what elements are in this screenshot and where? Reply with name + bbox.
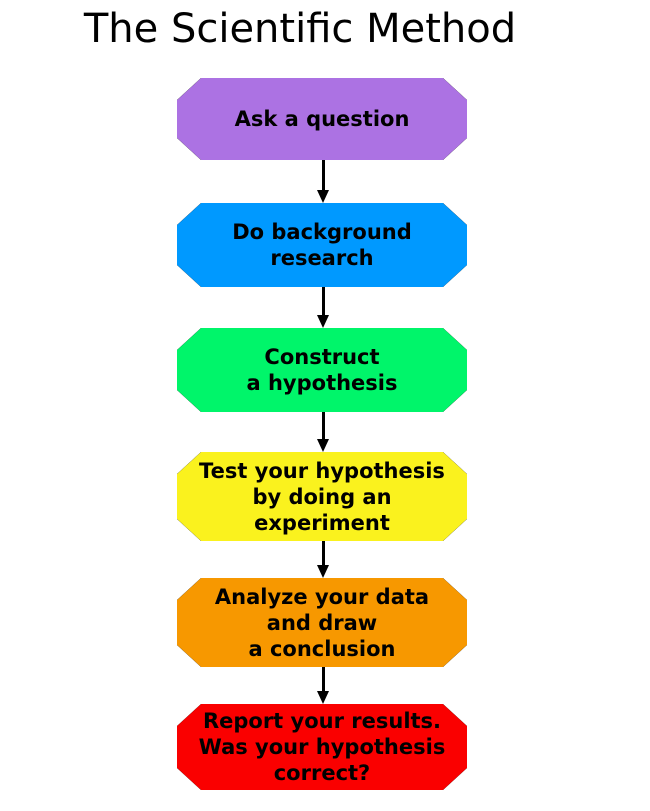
arrow-head (317, 439, 329, 452)
flowchart-step-construct-a-hypothesis[interactable]: Construct a hypothesis (177, 328, 467, 412)
flowchart-step-report-your-results[interactable]: Report your results. Was your hypothesis… (177, 704, 467, 790)
step-shape-octagon: Analyze your data and draw a conclusion (177, 578, 467, 667)
step-shape-octagon: Report your results. Was your hypothesis… (177, 704, 467, 790)
step-label: Construct a hypothesis (246, 345, 398, 395)
step-fill: Construct a hypothesis (177, 328, 467, 412)
page-title: The Scientific Method (83, 6, 517, 52)
arrow-down-icon (317, 160, 329, 203)
arrow-shaft (322, 412, 325, 439)
step-fill: Test your hypothesis by doing an experim… (177, 452, 467, 541)
arrow-down-icon (317, 667, 329, 704)
arrow-head (317, 315, 329, 328)
arrow-head (317, 691, 329, 704)
arrow-down-icon (317, 287, 329, 328)
step-label: Analyze your data and draw a conclusion (214, 584, 430, 661)
step-fill: Ask a question (177, 78, 467, 160)
step-label: Test your hypothesis by doing an experim… (199, 458, 445, 535)
arrow-head (317, 565, 329, 578)
step-fill: Report your results. Was your hypothesis… (177, 704, 467, 790)
step-label: Ask a question (234, 107, 410, 131)
arrow-down-icon (317, 412, 329, 452)
step-shape-octagon: Test your hypothesis by doing an experim… (177, 452, 467, 541)
flowchart-step-ask-a-question[interactable]: Ask a question (177, 78, 467, 160)
step-shape-octagon: Do background research (177, 203, 467, 287)
arrow-shaft (322, 667, 325, 691)
arrow-shaft (322, 160, 325, 190)
step-label: Do background research (232, 220, 412, 270)
step-fill: Do background research (177, 203, 467, 287)
step-fill: Analyze your data and draw a conclusion (177, 578, 467, 667)
flowchart-step-analyze-your-data[interactable]: Analyze your data and draw a conclusion (177, 578, 467, 667)
step-shape-octagon: Construct a hypothesis (177, 328, 467, 412)
flowchart-step-do-background-research[interactable]: Do background research (177, 203, 467, 287)
flowchart-step-test-your-hypothesis[interactable]: Test your hypothesis by doing an experim… (177, 452, 467, 541)
step-label: Report your results. Was your hypothesis… (198, 709, 446, 785)
arrow-down-icon (317, 541, 329, 578)
arrow-head (317, 190, 329, 203)
step-shape-octagon: Ask a question (177, 78, 467, 160)
arrow-shaft (322, 287, 325, 315)
arrow-shaft (322, 541, 325, 565)
